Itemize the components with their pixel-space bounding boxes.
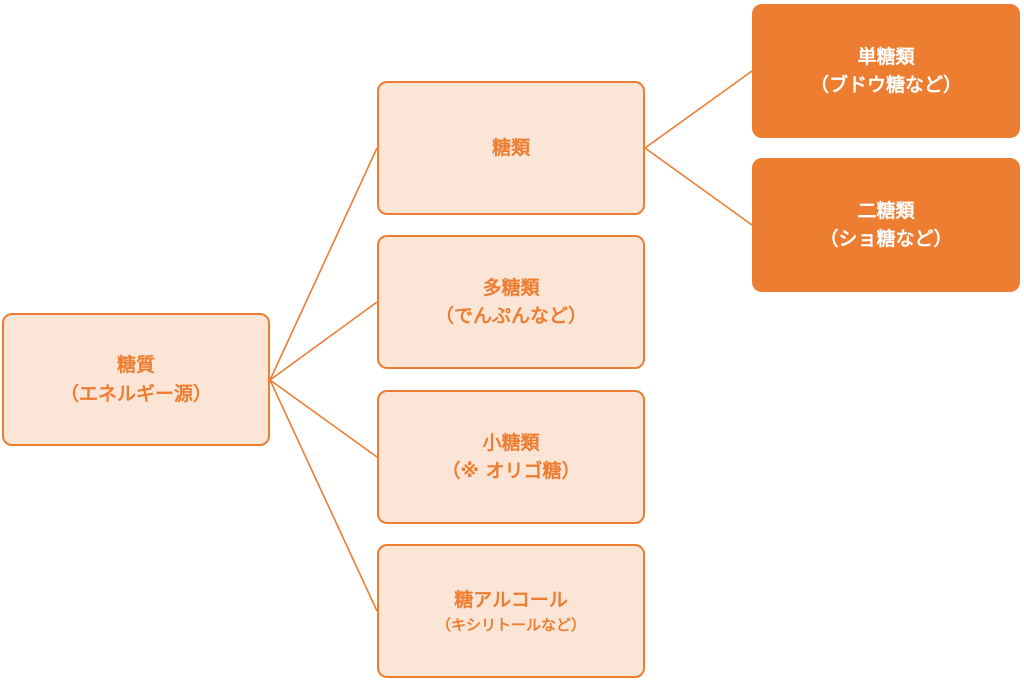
node-oligosaccharide: 小糖類 （※ オリゴ糖） [377, 390, 645, 524]
node-title: 単糖類 [857, 45, 915, 68]
node-subtitle: （エネルギー源） [59, 382, 212, 405]
node-title: 糖質 [116, 354, 155, 376]
connector-root-polysaccharide [269, 301, 378, 381]
node-monosaccharide: 単糖類 （ブドウ糖など） [752, 4, 1020, 138]
connector-sugars-disaccharide [644, 147, 753, 226]
connector-root-oligosaccharide [269, 379, 378, 458]
node-title: 小糖類 [482, 431, 540, 454]
node-polysaccharide: 多糖類 （でんぷんなど） [377, 235, 645, 369]
node-subtitle: （※ オリゴ糖） [441, 460, 581, 482]
node-carbohydrate: 糖質 （エネルギー源） [2, 313, 270, 446]
node-sugars: 糖類 [377, 81, 645, 215]
node-title: 多糖類 [482, 276, 540, 299]
node-disaccharide: 二糖類 （ショ糖など） [752, 158, 1020, 292]
node-title: 糖類 [491, 136, 530, 159]
connector-sugars-monosaccharide [644, 70, 753, 149]
node-subtitle: （ショ糖など） [819, 228, 953, 250]
node-subtitle: （キシリトールなど） [435, 616, 586, 634]
connector-root-sugar-alcohol [269, 379, 378, 612]
node-sugar-alcohol: 糖アルコール （キシリトールなど） [377, 544, 645, 678]
node-title: 糖アルコール [454, 588, 568, 611]
node-title: 二糖類 [857, 199, 915, 222]
node-subtitle: （でんぷんなど） [434, 305, 587, 327]
connector-root-sugars [269, 147, 378, 381]
node-subtitle: （ブドウ糖など） [809, 74, 962, 96]
